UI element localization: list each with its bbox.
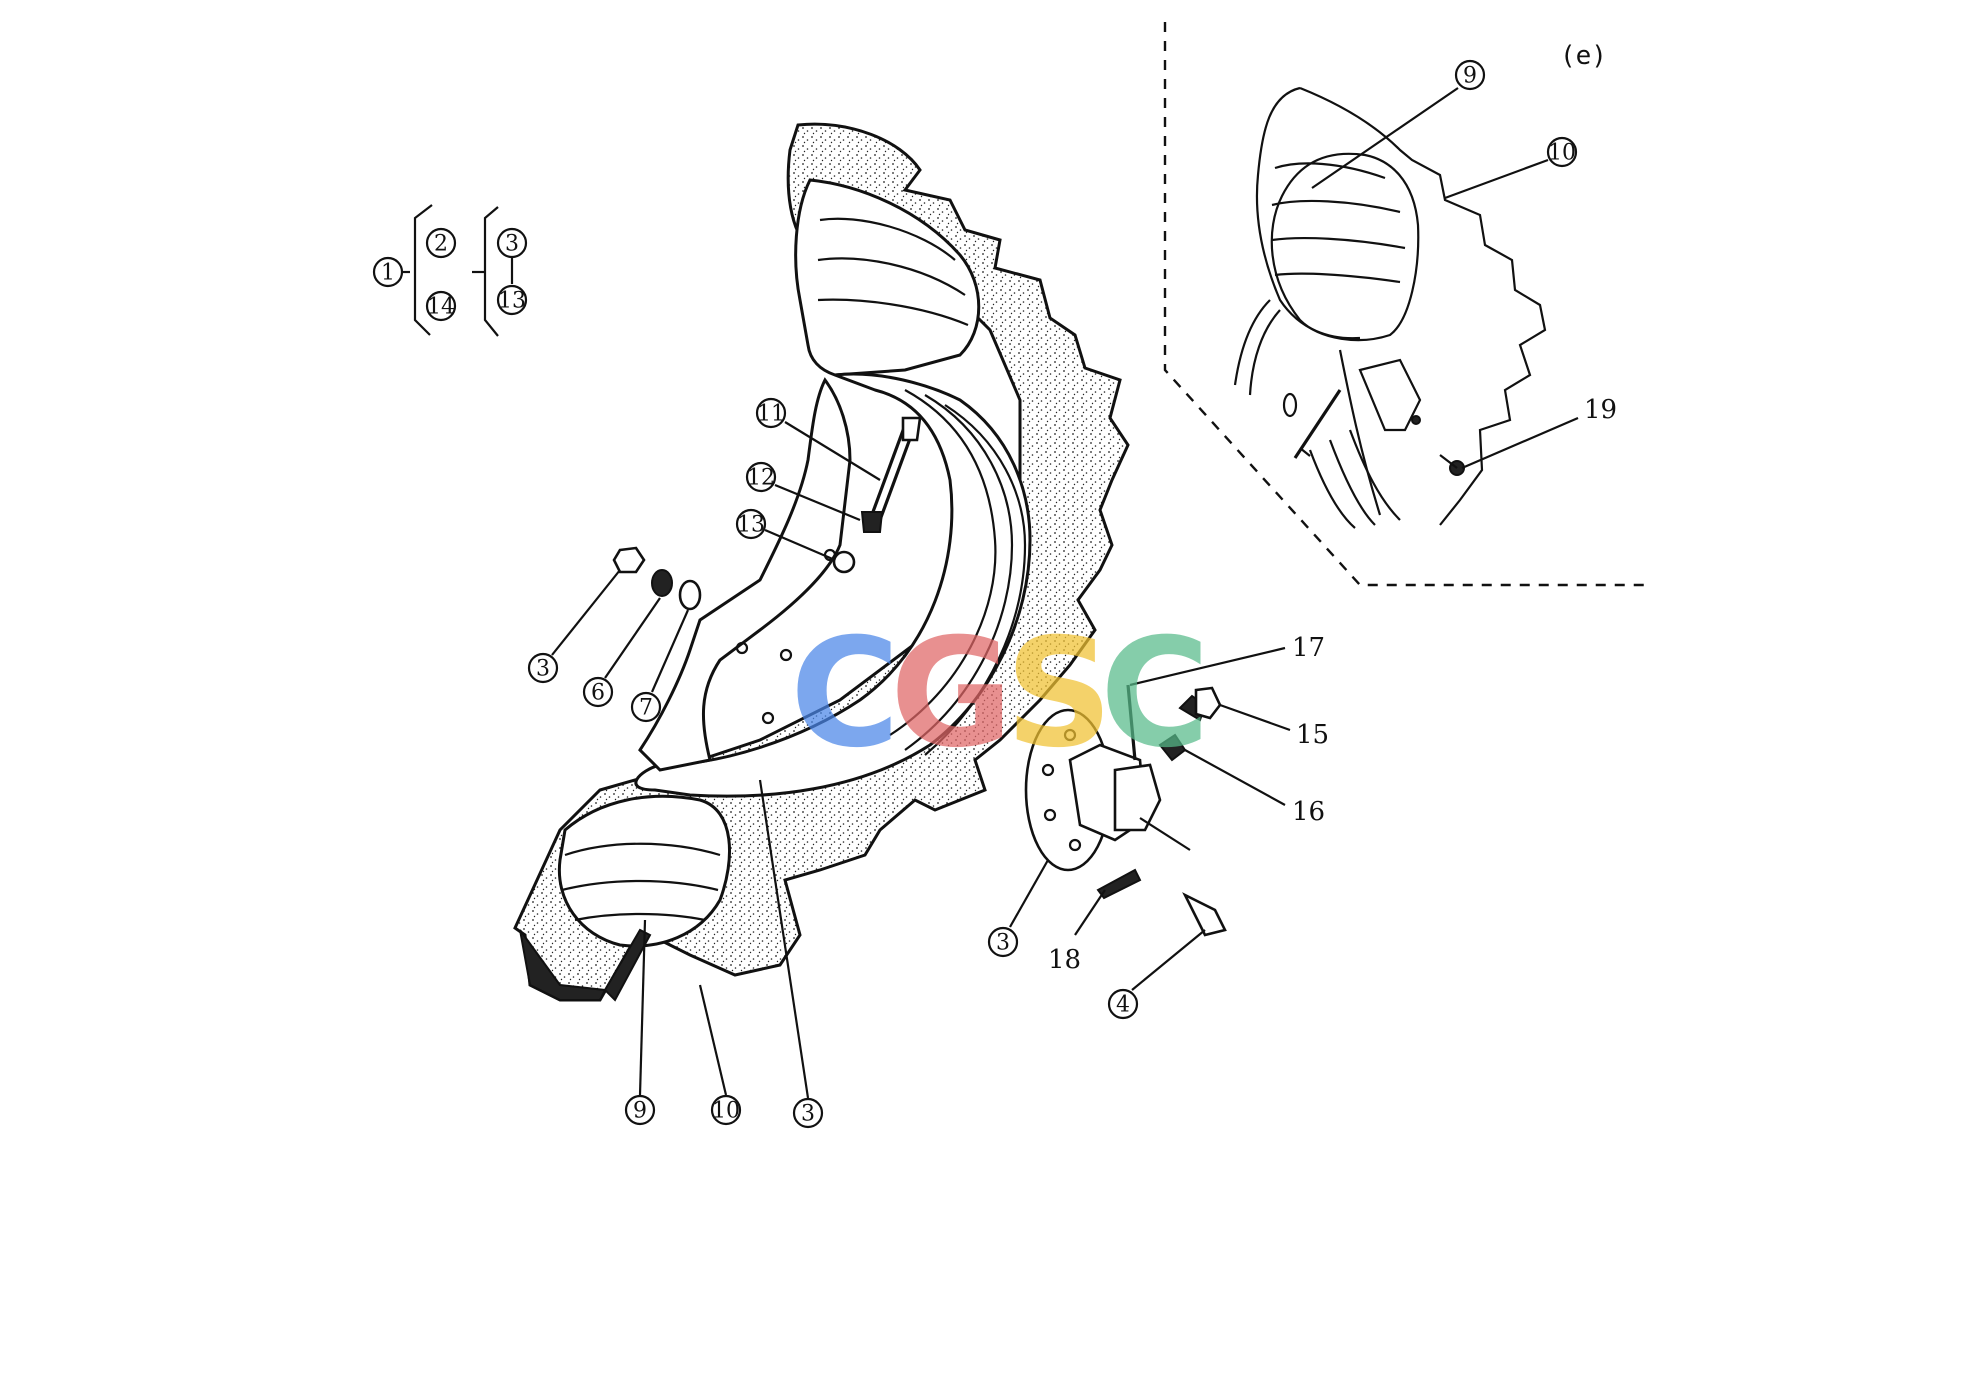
callout-17: 17 xyxy=(1129,633,1325,687)
assembly-legend: 1 2 14 3 13 xyxy=(372,204,528,337)
svg-text:3: 3 xyxy=(801,1102,815,1127)
svg-text:16: 16 xyxy=(1292,797,1325,827)
svg-text:1: 1 xyxy=(381,261,395,286)
svg-text:9: 9 xyxy=(633,1099,647,1124)
callout-18: 18 xyxy=(1048,889,1106,975)
svg-text:19: 19 xyxy=(1584,395,1617,425)
callout-10: 10 xyxy=(698,984,742,1126)
watermark: C G S C xyxy=(790,607,1210,781)
inset-tire-detail xyxy=(1233,86,1547,529)
svg-text:6: 6 xyxy=(591,681,605,706)
callout-11: 11 xyxy=(755,397,881,481)
svg-text:18: 18 xyxy=(1048,945,1081,975)
rim-3-main xyxy=(634,372,1032,798)
inset-boundary xyxy=(1163,22,1650,587)
svg-text:13: 13 xyxy=(498,289,526,314)
svg-text:13: 13 xyxy=(737,513,765,538)
svg-text:14: 14 xyxy=(427,295,455,320)
svg-text:3: 3 xyxy=(536,657,550,682)
callout-13: 13 xyxy=(735,508,836,562)
svg-text:3: 3 xyxy=(996,931,1010,956)
callout-15: 15 xyxy=(1219,703,1329,750)
callout-9: 9 xyxy=(624,919,656,1126)
view-label-e: (e) xyxy=(1560,41,1607,71)
callout-3-hub: 3 xyxy=(987,859,1049,958)
svg-text:3: 3 xyxy=(505,232,519,257)
inset-callout-9: 9 xyxy=(1311,59,1486,189)
wheel-nut-hardware-left xyxy=(612,546,702,611)
svg-text:C: C xyxy=(790,607,900,781)
svg-text:C: C xyxy=(1100,607,1210,781)
callout-6: 6 xyxy=(582,597,661,708)
svg-text:S: S xyxy=(1005,607,1113,781)
svg-text:10: 10 xyxy=(712,1099,740,1124)
inset-callout-10: 10 xyxy=(1444,136,1578,200)
hub-assembly xyxy=(1024,684,1227,937)
callout-7: 7 xyxy=(630,609,690,723)
valve-assembly xyxy=(832,416,922,574)
svg-text:9: 9 xyxy=(1463,64,1477,89)
callout-16: 16 xyxy=(1184,749,1325,827)
svg-text:4: 4 xyxy=(1116,993,1130,1018)
callout-4: 4 xyxy=(1107,929,1206,1020)
svg-text:10: 10 xyxy=(1548,141,1576,166)
svg-text:15: 15 xyxy=(1296,720,1329,750)
callout-3-left: 3 xyxy=(527,569,621,684)
svg-text:11: 11 xyxy=(757,402,785,427)
callout-3-bottom: 3 xyxy=(758,779,824,1129)
svg-text:7: 7 xyxy=(639,696,653,721)
svg-text:17: 17 xyxy=(1292,633,1325,663)
svg-text:2: 2 xyxy=(434,232,448,257)
svg-text:G: G xyxy=(890,607,1013,781)
callout-12: 12 xyxy=(745,461,861,522)
inset-callout-19: 19 xyxy=(1461,395,1617,470)
svg-text:12: 12 xyxy=(747,466,775,491)
